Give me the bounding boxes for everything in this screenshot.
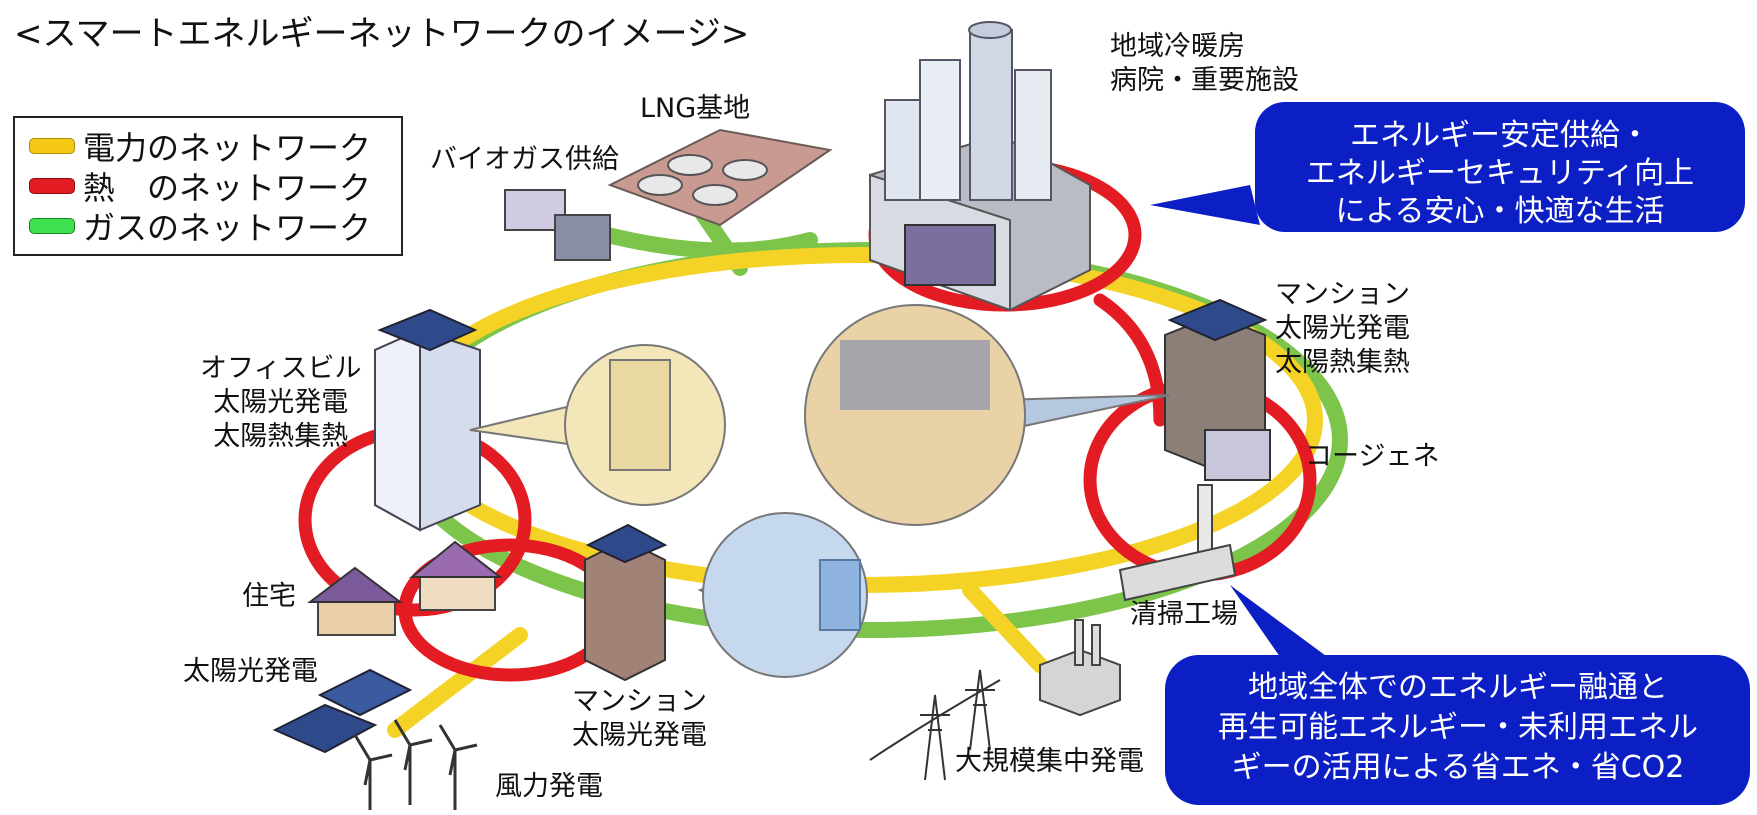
- label-wind: 風力発電: [495, 771, 603, 802]
- label-mansion-right-line-3: 太陽熱集熱: [1275, 347, 1410, 378]
- callout-bottom-line-3: ギーの活用による省エネ・省CO2: [1232, 750, 1685, 785]
- label-large-power: 大規模集中発電: [955, 746, 1144, 777]
- page-title: <スマートエネルギーネットワークのイメージ>: [14, 14, 750, 54]
- label-office-line-1: オフィスビル: [200, 353, 362, 384]
- label-mansion-right-line-2: 太陽光発電: [1275, 313, 1410, 344]
- label-incinerator: 清掃工場: [1130, 599, 1238, 630]
- label-mansion-right: マンション 太陽光発電 太陽熱集熱: [1275, 278, 1410, 380]
- incinerator-illustration: [1118, 484, 1237, 602]
- label-mansion-bottom-line-1: マンション: [572, 686, 707, 717]
- right-mansion-illustration: [1164, 298, 1271, 481]
- label-biogas: バイオガス供給: [430, 144, 619, 175]
- label-district-line-1: 地域冷暖房: [1110, 31, 1245, 62]
- label-district: 地域冷暖房 病院・重要施設: [1110, 30, 1299, 98]
- office-scene-bubble: [469, 344, 726, 506]
- label-office-line-3: 太陽熱集熱: [213, 421, 349, 452]
- callout-bottom: 地域全体でのエネルギー融通と 再生可能エネルギー・未利用エネル ギーの活用による…: [1165, 585, 1750, 805]
- pylons-illustration: [869, 669, 1001, 781]
- power-branch-plant: [962, 582, 1048, 673]
- label-cogen: コージェネ: [1305, 441, 1440, 472]
- legend-swatch-heat: [29, 178, 75, 194]
- legend: 電力のネットワーク 熱 のネットワーク ガスのネットワーク: [13, 116, 403, 256]
- legend-swatch-gas: [29, 218, 75, 234]
- legend-item-gas: ガスのネットワーク: [29, 206, 401, 247]
- power-plant-illustration: [1039, 619, 1121, 717]
- label-office-line-2: 太陽光発電: [213, 387, 349, 418]
- district-building-illustration: [869, 21, 1091, 312]
- solar-panels-illustration: [272, 668, 413, 754]
- wind-turbines-illustration: [353, 719, 478, 810]
- callout-top-line-1: エネルギー安定供給・: [1350, 118, 1650, 153]
- houses-illustration: [307, 540, 503, 636]
- label-district-line-2: 病院・重要施設: [1110, 65, 1299, 96]
- heat-link: [1093, 293, 1167, 427]
- lng-base-illustration: [607, 128, 833, 227]
- biogas-plant-illustration: [504, 189, 611, 261]
- office-building-illustration: [374, 308, 481, 532]
- callout-bottom-line-1: 地域全体でのエネルギー融通と: [1248, 670, 1668, 705]
- callout-top-line-3: による安心・快適な生活: [1335, 194, 1664, 229]
- legend-item-power: 電力のネットワーク: [29, 126, 401, 167]
- label-solar: 太陽光発電: [183, 656, 318, 687]
- label-mansion-bottom-line-2: 太陽光発電: [572, 720, 707, 751]
- legend-swatch-power: [29, 138, 75, 154]
- bottom-mansion-illustration: [584, 523, 668, 682]
- callout-top: エネルギー安定供給・ エネルギーセキュリティ向上 による安心・快適な生活: [1150, 102, 1745, 232]
- label-house: 住宅: [242, 581, 296, 612]
- legend-label-gas: ガスのネットワーク: [83, 209, 372, 247]
- shower-scene-bubble: [697, 512, 868, 678]
- power-branch-wind: [387, 627, 528, 738]
- label-mansion-bottom: マンション 太陽光発電: [572, 685, 707, 753]
- legend-label-heat: 熱 のネットワーク: [83, 169, 372, 207]
- label-lng: LNG基地: [640, 93, 751, 124]
- label-office: オフィスビル 太陽光発電 太陽熱集熱: [200, 352, 361, 454]
- callout-bottom-line-2: 再生可能エネルギー・未利用エネル: [1218, 710, 1698, 745]
- legend-label-power: 電力のネットワーク: [83, 129, 372, 167]
- label-mansion-right-line-1: マンション: [1275, 279, 1410, 310]
- living-room-scene-bubble: [804, 304, 1171, 526]
- callout-top-line-2: エネルギーセキュリティ向上: [1306, 156, 1694, 191]
- legend-item-heat: 熱 のネットワーク: [29, 166, 401, 207]
